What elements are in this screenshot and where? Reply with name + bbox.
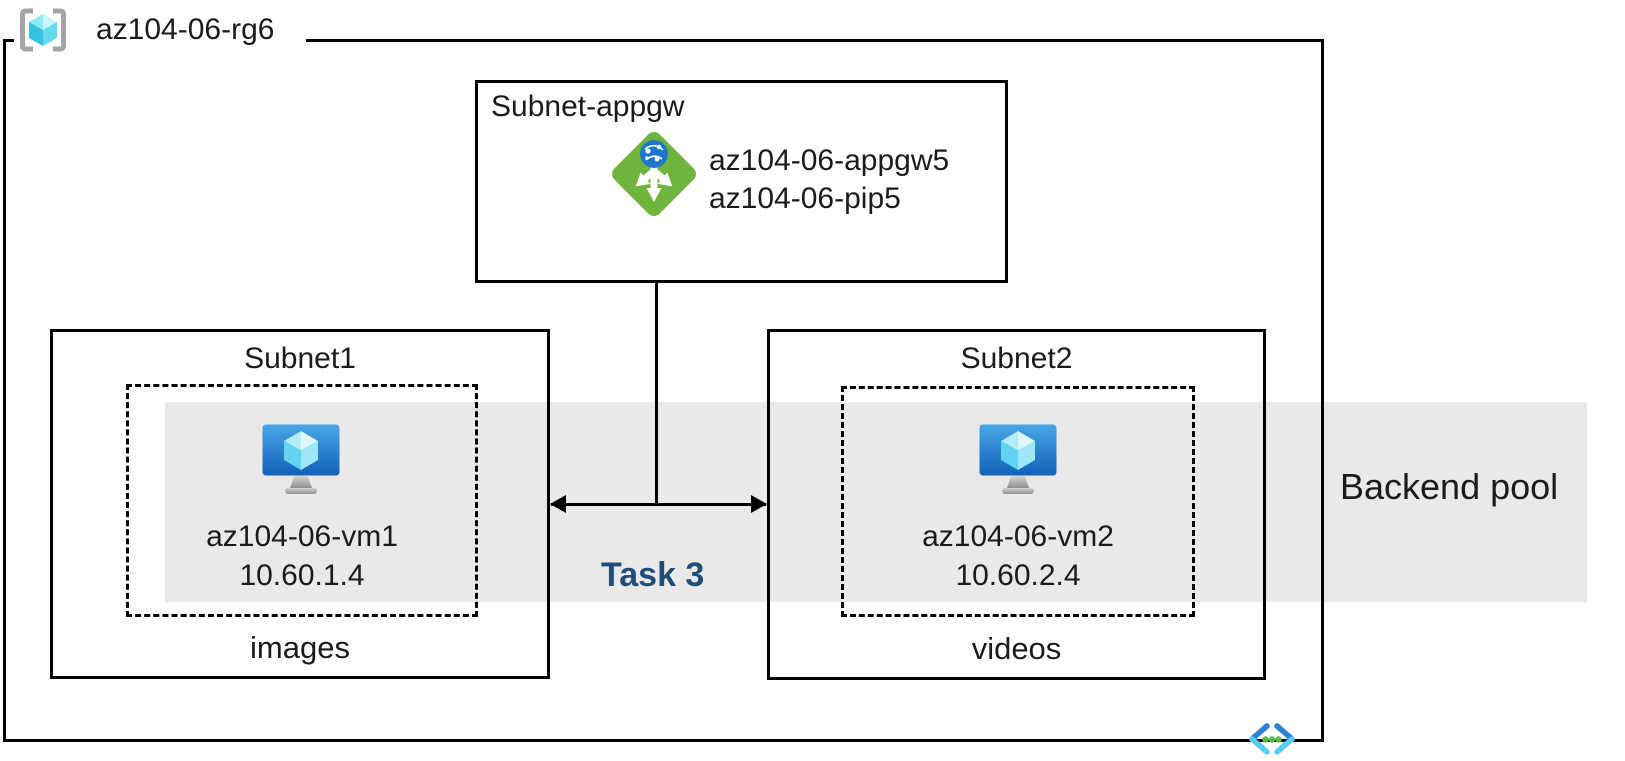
vm1-labels: az104-06-vm1 10.60.1.4 [126, 517, 478, 595]
subnet1-box: Subnet1 images [50, 329, 550, 679]
vm1-ip-label: 10.60.1.4 [239, 559, 365, 592]
connector-vertical-line [655, 210, 658, 506]
appgw-name-label: az104-06-appgw5 [709, 144, 950, 177]
virtual-machine-icon [262, 424, 340, 494]
appgw-labels: az104-06-appgw5 az104-06-pip5 [709, 142, 949, 218]
backend-pool-label: Backend pool [1340, 466, 1559, 507]
virtual-machine-icon [979, 424, 1057, 494]
vm2-labels: az104-06-vm2 10.60.2.4 [841, 517, 1195, 595]
task-label: Task 3 [601, 556, 705, 594]
appgw-subnet-title: Subnet-appgw [491, 90, 685, 123]
resource-group-border-gap [14, 35, 306, 47]
arrowhead-right-icon [751, 495, 767, 513]
vm1-name-label: az104-06-vm1 [206, 520, 398, 553]
virtual-network-icon [1249, 723, 1295, 755]
vm2-name-label: az104-06-vm2 [922, 520, 1114, 553]
arrowhead-left-icon [550, 495, 566, 513]
pip-name-label: az104-06-pip5 [709, 182, 901, 215]
resource-group-box [3, 39, 1324, 742]
subnet1-content-label: images [250, 630, 350, 665]
appgw-subnet-box: Subnet-appgw [475, 80, 1008, 283]
subnet2-content-label: videos [971, 631, 1062, 666]
vm2-ip-label: 10.60.2.4 [955, 559, 1081, 592]
backend-pool-band [165, 402, 1587, 602]
connector-horizontal-arrow [551, 503, 766, 506]
resource-group-icon [20, 8, 66, 52]
subnet2-dashed-box [841, 386, 1195, 617]
subnet2-title: Subnet2 [960, 342, 1073, 375]
subnet1-dashed-box [126, 384, 478, 617]
resource-group-label: az104-06-rg6 [96, 13, 275, 46]
subnet2-box: Subnet2 videos [767, 329, 1266, 680]
subnet1-title: Subnet1 [244, 342, 356, 375]
application-gateway-icon [612, 132, 696, 216]
